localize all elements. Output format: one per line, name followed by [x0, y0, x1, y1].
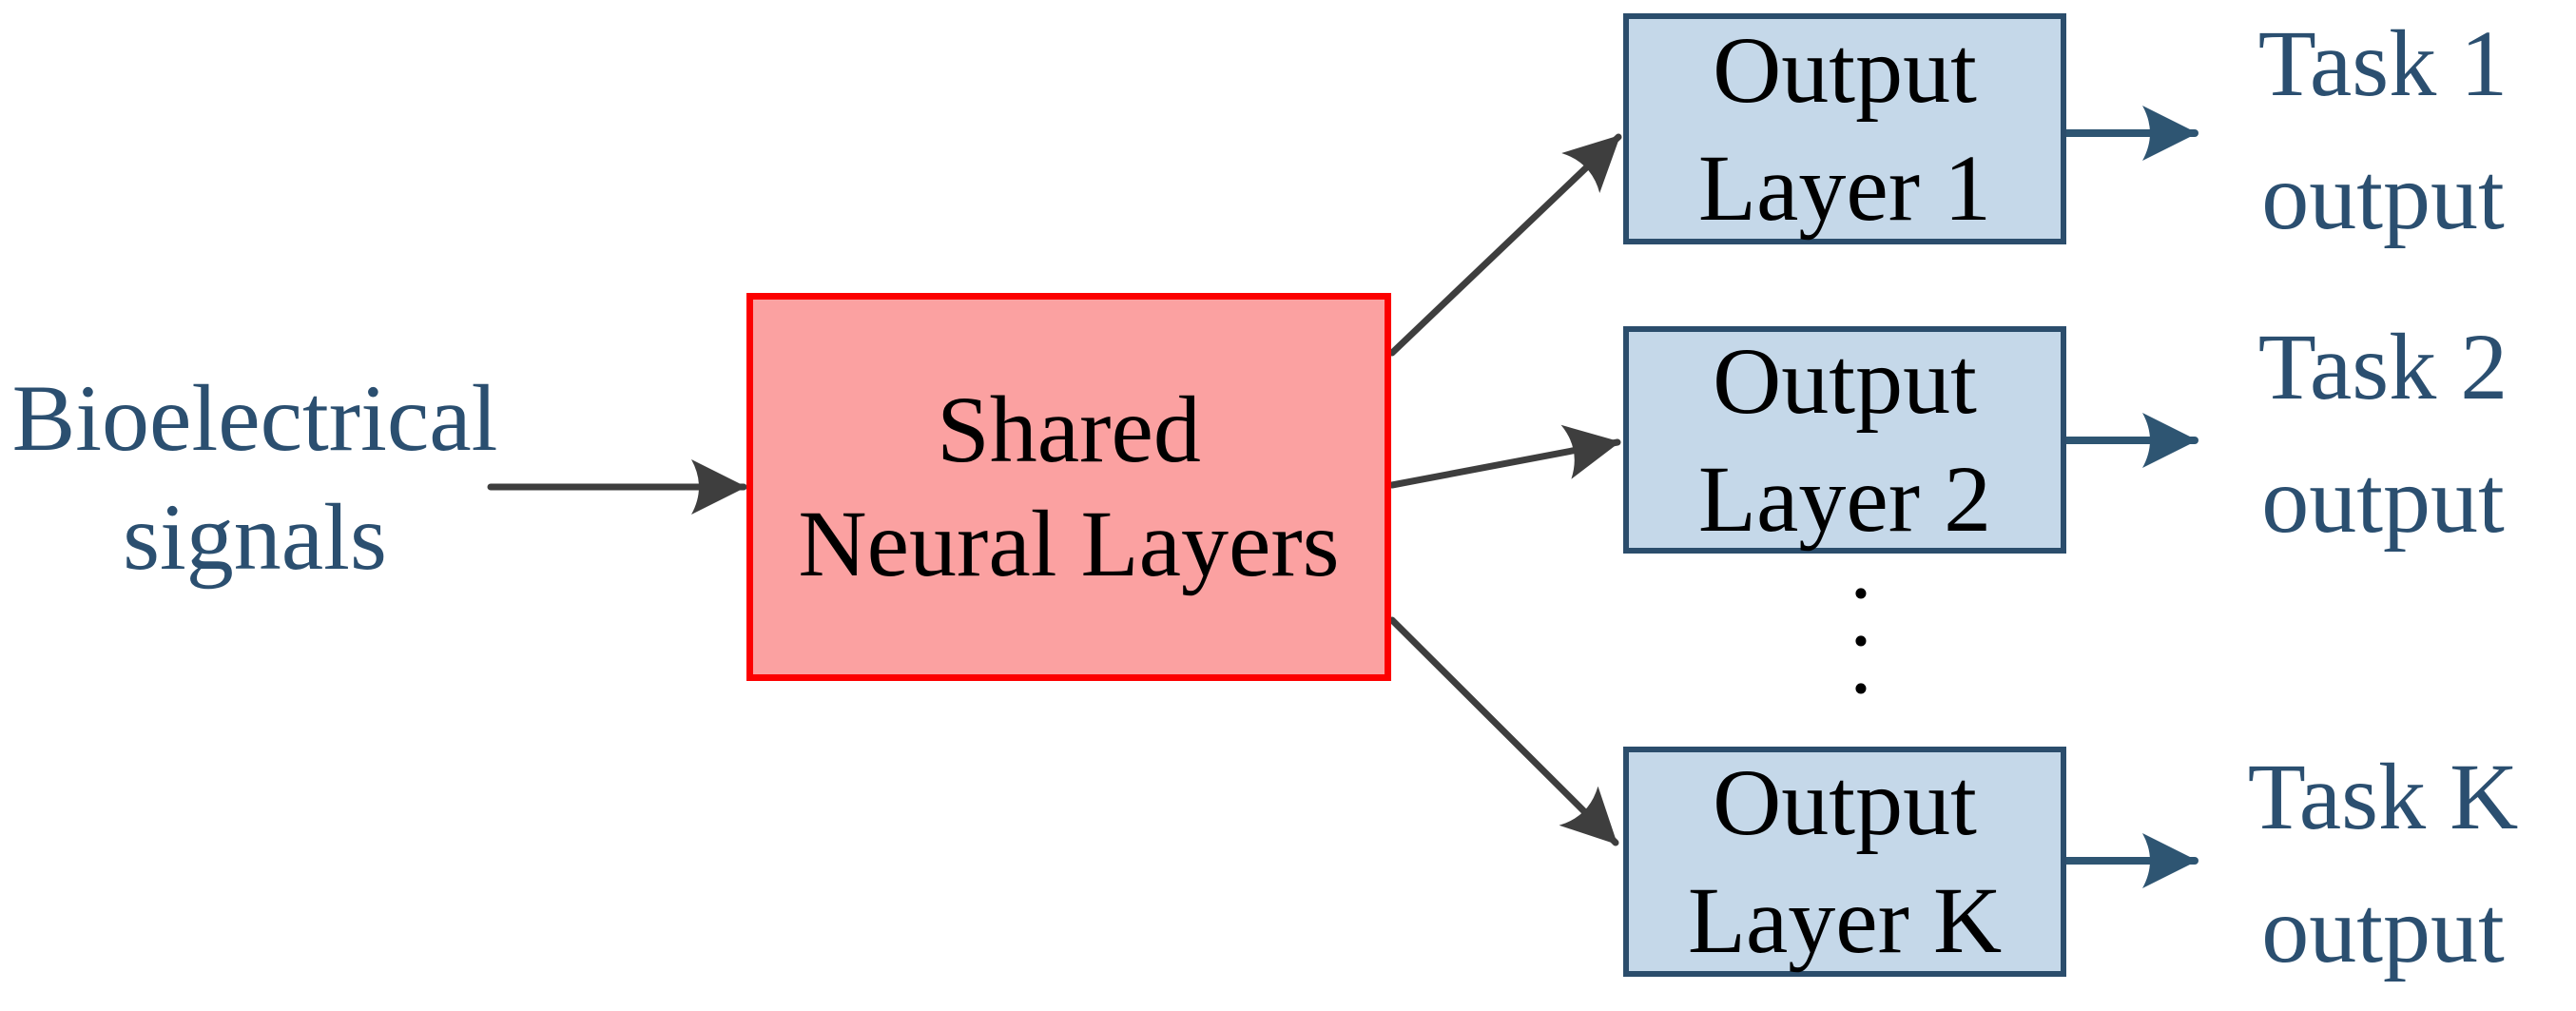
task-2-output-line2: output	[2261, 447, 2505, 553]
ellipsis-dot: •	[1850, 669, 1872, 710]
ellipsis-dot: •	[1850, 574, 1872, 615]
vertical-ellipsis: • • •	[1832, 571, 1889, 713]
task-k-output-line2: output	[2261, 877, 2505, 982]
input-signals-label-line2: signals	[123, 484, 387, 590]
task-1-output-label: Task 1 output	[2183, 0, 2576, 263]
task-2-output-line1: Task 2	[2257, 314, 2508, 419]
task-k-output-label: Task K output	[2183, 730, 2576, 997]
output-layer-2-line2: Layer 2	[1697, 445, 1992, 552]
output-layer-k-line1: Output	[1713, 749, 1977, 855]
shared-box-line1: Shared	[937, 377, 1201, 482]
output-layer-k-box: Output Layer K	[1623, 747, 2066, 977]
arrow-shared-to-layer1	[1388, 133, 1622, 357]
input-signals-label: Bioelectrical signals	[4, 359, 506, 596]
arrow-shared-to-layerK	[1388, 616, 1619, 846]
task-1-output-line2: output	[2261, 144, 2505, 249]
output-layer-2-line1: Output	[1713, 327, 1977, 434]
task-k-output-line1: Task K	[2247, 744, 2519, 849]
task-2-output-label: Task 2 output	[2183, 301, 2576, 567]
output-layer-2-box: Output Layer 2	[1623, 326, 2066, 554]
output-layer-1-line2: Layer 1	[1697, 134, 1992, 241]
shared-box-line2: Neural Layers	[798, 491, 1340, 596]
output-layer-1-line1: Output	[1713, 16, 1977, 123]
ellipsis-dot: •	[1850, 621, 1872, 663]
task-1-output-line1: Task 1	[2257, 10, 2508, 116]
arrow-shared-to-layer2	[1388, 424, 1621, 489]
shared-neural-layers-box: Shared Neural Layers	[746, 293, 1391, 681]
input-signals-label-line1: Bioelectrical	[11, 365, 498, 471]
output-layer-1-box: Output Layer 1	[1623, 13, 2066, 244]
output-layer-k-line2: Layer K	[1687, 867, 2003, 973]
